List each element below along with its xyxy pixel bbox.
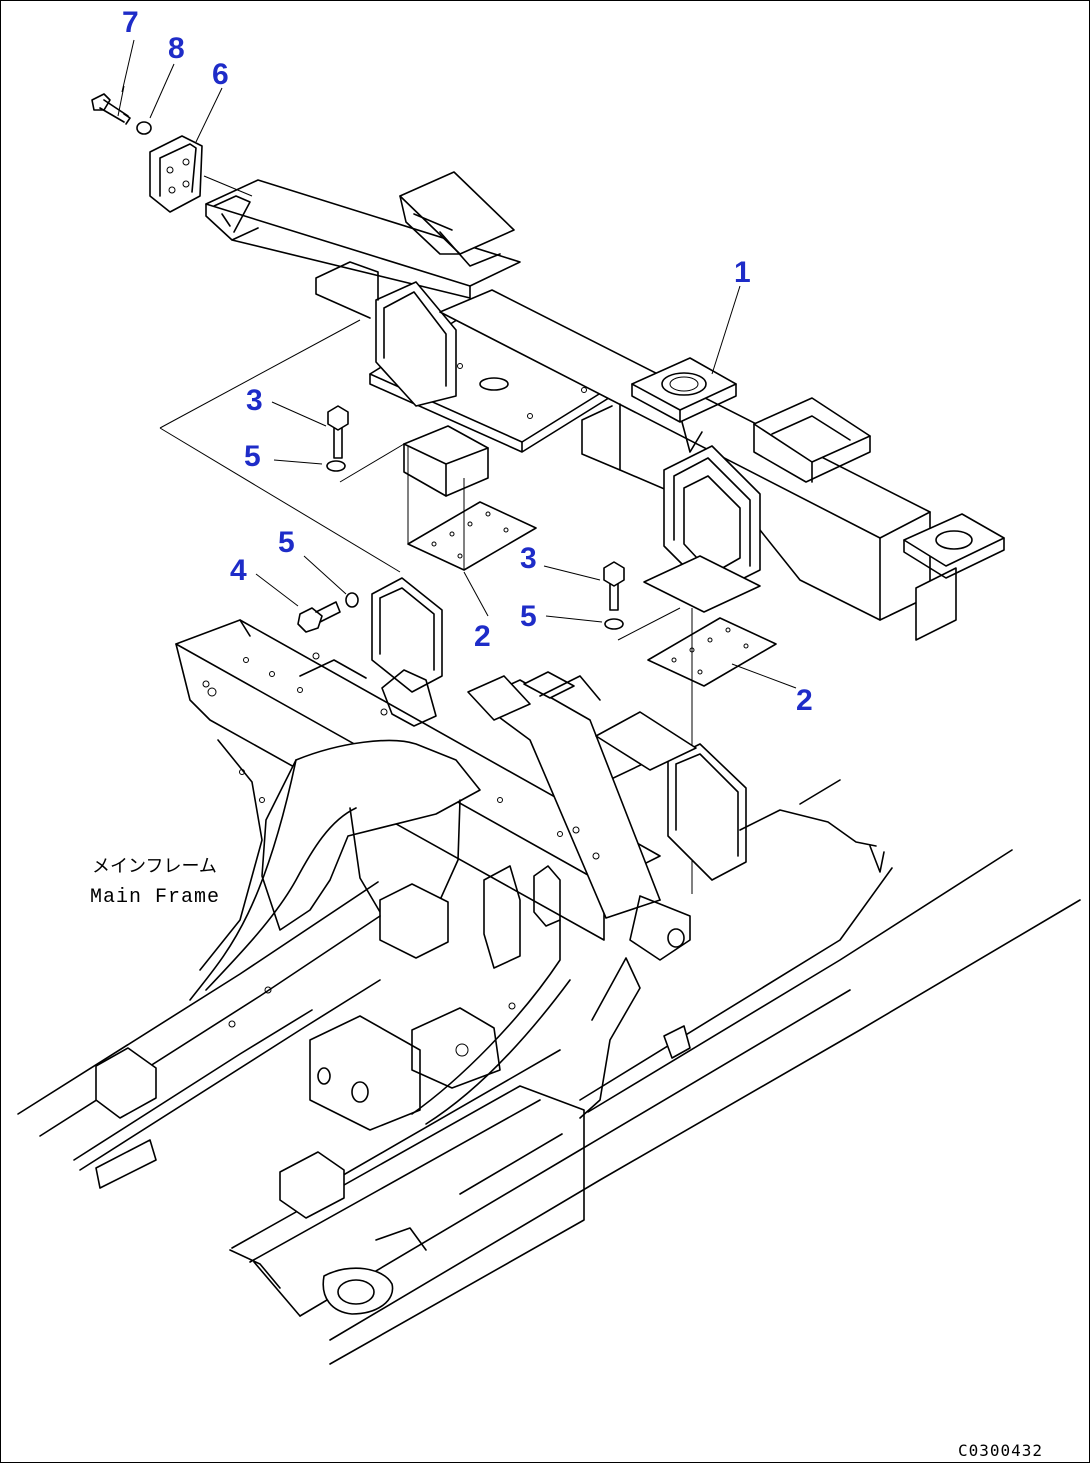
callout-5-right: 5 xyxy=(520,600,537,633)
bolt-part-7 xyxy=(91,93,131,125)
callout-2-left: 2 xyxy=(474,620,491,653)
callout-1: 1 xyxy=(734,256,751,289)
washer-part-5-right xyxy=(604,618,624,630)
callout-7: 7 xyxy=(122,6,139,39)
callout-3-right: 3 xyxy=(520,542,537,575)
upper-frame-part-1 xyxy=(205,171,1005,641)
callout-2-right: 2 xyxy=(796,684,813,717)
callout-numbers: 7 8 6 1 3 5 5 4 3 5 2 2 xyxy=(122,6,813,717)
main-frame xyxy=(17,577,1081,1365)
washer-part-5-lower xyxy=(345,592,359,608)
bolt-part-4 xyxy=(297,601,341,633)
washer-part-8 xyxy=(136,121,152,135)
bolt-part-3-right xyxy=(603,561,625,611)
bracket-part-6 xyxy=(149,135,203,213)
bolt-part-3-upper xyxy=(327,405,349,459)
callout-5-lower: 5 xyxy=(278,526,295,559)
callout-5-upper: 5 xyxy=(244,440,261,473)
leader-lines xyxy=(121,39,797,689)
main-frame-label-en: Main Frame xyxy=(90,886,220,909)
callout-8: 8 xyxy=(168,32,185,65)
washer-part-5-upper xyxy=(326,460,346,472)
callout-6: 6 xyxy=(212,58,229,91)
shim-part-2-left xyxy=(407,501,537,571)
main-frame-label-jp: メインフレーム xyxy=(92,856,217,877)
callout-3-upper: 3 xyxy=(246,384,263,417)
drawing-code: C0300432 xyxy=(958,1441,1043,1460)
shim-part-2-right xyxy=(647,617,777,687)
callout-4: 4 xyxy=(230,554,247,587)
